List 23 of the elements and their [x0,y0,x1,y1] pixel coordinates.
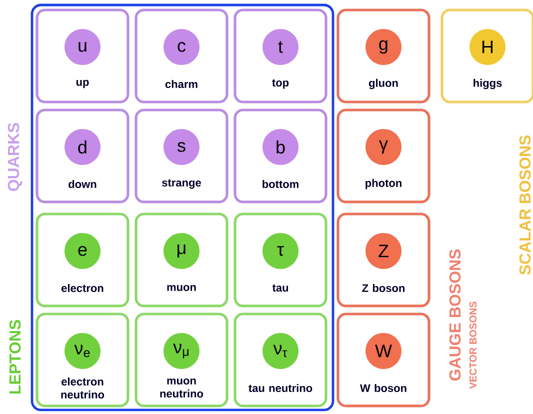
particle-card: τ tau [234,212,328,308]
particle-card: t top [234,8,328,104]
particle-card: ν$_{τ}$ tau neutrino [234,312,328,408]
particle-card: H higgs [440,8,533,104]
particle-card: b bottom [234,108,328,204]
particle-card: W W boson [336,312,430,408]
particle-card: d down [36,108,130,204]
group-label: GAUGE BOSONS [449,249,461,381]
particle-card: μ muon [134,212,228,308]
group-label: LEPTONS [9,320,21,394]
particle-card: ν$_{μ}$ muon neutrino [134,312,228,408]
particle-card: g gluon [336,8,430,104]
group-label: QUARKS [8,122,22,191]
group-label: VECTOR BOSONS [469,302,477,389]
particle-card: c charm [134,8,228,104]
group-frame [30,4,334,412]
particle-card: Z Z boson [336,212,430,308]
particle-card: γ photon [336,108,430,204]
particle-card: u up [36,8,130,104]
particle-card: ν$_{e}$ electron neutrino [36,312,130,408]
particle-card: s strange [134,108,228,204]
particle-card: e electron [36,212,130,308]
group-label: SCALAR BOSONS [519,135,531,275]
